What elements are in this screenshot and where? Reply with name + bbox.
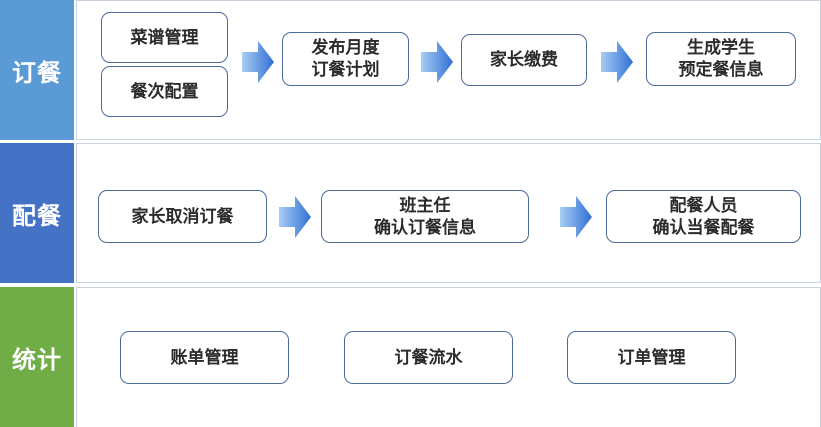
- flow-arrow-icon: [601, 41, 633, 83]
- flow-arrow-icon: [421, 41, 453, 83]
- section-label-ordering: 订餐: [0, 0, 74, 140]
- section-stats: 统计 账单管理 订餐流水 订单管理: [0, 287, 821, 427]
- section-label-stats: 统计: [0, 287, 74, 427]
- section-ordering: 订餐 菜谱管理 餐次配置 发布月度 订餐计划 家长缴费 生成学生 预定餐信息: [0, 0, 821, 140]
- flow-arrow-icon: [560, 196, 592, 238]
- flow-arrow-icon: [242, 41, 274, 83]
- section-delivery: 配餐 家长取消订餐 班主任 确认订餐信息 配餐人员 确认当餐配餐: [0, 143, 821, 283]
- box-teacher-confirm: 班主任 确认订餐信息: [321, 190, 529, 243]
- box-menu-management: 菜谱管理: [101, 12, 228, 63]
- box-order-management: 订单管理: [567, 331, 736, 384]
- box-meal-config: 餐次配置: [101, 66, 228, 117]
- box-publish-plan: 发布月度 订餐计划: [282, 32, 409, 86]
- box-bill-management: 账单管理: [120, 331, 289, 384]
- flow-arrow-icon: [279, 196, 311, 238]
- box-parent-payment: 家长缴费: [461, 34, 587, 86]
- box-order-flow: 订餐流水: [344, 331, 513, 384]
- section-label-delivery: 配餐: [0, 143, 74, 283]
- box-generate-info: 生成学生 预定餐信息: [646, 32, 796, 86]
- box-staff-confirm: 配餐人员 确认当餐配餐: [606, 190, 801, 243]
- box-parent-cancel: 家长取消订餐: [98, 190, 267, 243]
